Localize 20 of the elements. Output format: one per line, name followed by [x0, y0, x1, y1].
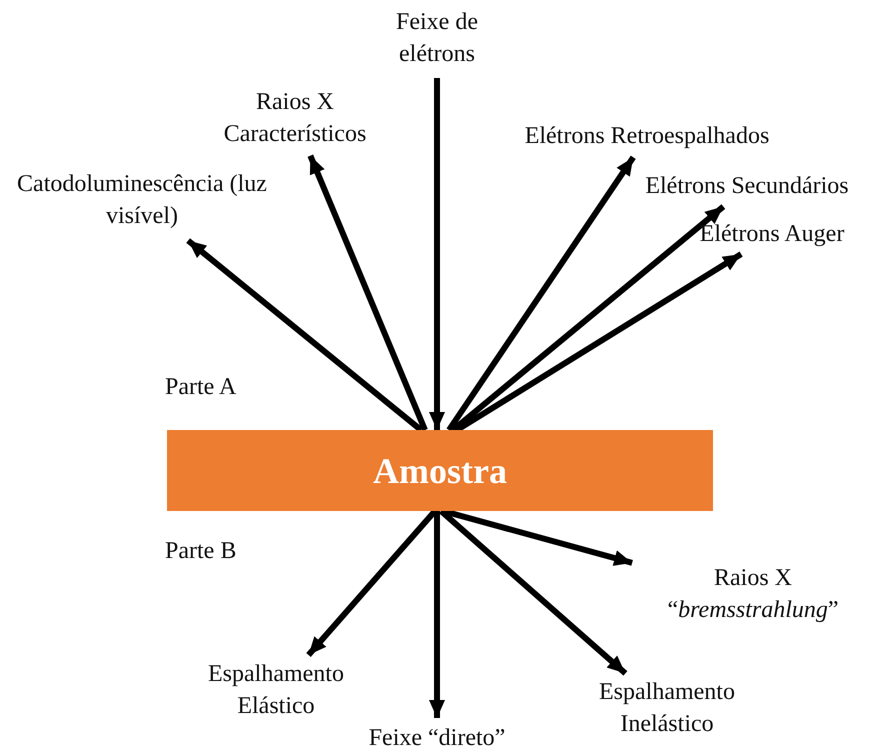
- signal-label: Raios X Característicos: [200, 86, 390, 152]
- signal-label: Catodoluminescência (luz visível): [4, 168, 280, 238]
- arrow: [455, 252, 743, 433]
- signal-label: Raios X “bremsstrahlung”: [636, 562, 870, 630]
- signal-label: Feixe de elétrons: [382, 6, 492, 74]
- arrow: [439, 508, 628, 676]
- arrow: [446, 156, 636, 432]
- arrow: [429, 511, 445, 718]
- sample-box: [167, 430, 713, 511]
- arrow: [429, 78, 445, 430]
- signal-label: Elétrons Secundários: [612, 170, 882, 204]
- arrow: [308, 154, 428, 432]
- section-label: Parte B: [165, 538, 236, 565]
- signal-label: Elétrons Auger: [672, 218, 872, 252]
- arrow: [186, 238, 423, 432]
- signal-label: Espalhamento Inelástico: [572, 676, 762, 744]
- sample-label: Amostra: [373, 454, 507, 486]
- arrow: [451, 204, 726, 432]
- signal-label: Elétrons Retroespalhados: [482, 120, 812, 154]
- section-label: Parte A: [165, 374, 236, 401]
